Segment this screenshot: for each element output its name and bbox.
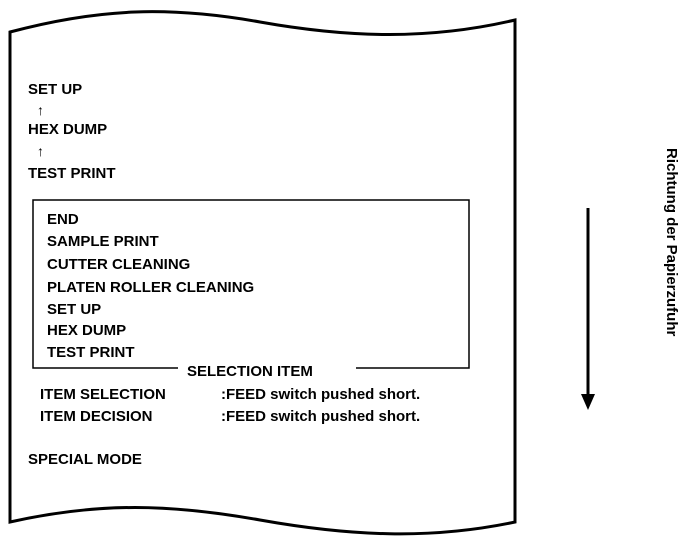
instruction-value-item-decision: :FEED switch pushed short.: [221, 408, 421, 425]
up-arrow-icon: ↑: [37, 102, 44, 118]
selection-item-cutter-cleaning: CUTTER CLEANING: [47, 256, 191, 273]
up-arrow-icon: ↑: [37, 143, 44, 159]
top-sequence-test-print: TEST PRINT: [28, 165, 116, 182]
instruction-label-item-decision: ITEM DECISION: [40, 408, 153, 425]
feed-direction-arrow-head: [581, 394, 595, 410]
instruction-label-item-selection: ITEM SELECTION: [40, 386, 166, 403]
paper-outline: [8, 10, 517, 536]
selection-item-sample-print: SAMPLE PRINT: [47, 233, 159, 250]
top-sequence-hex-dump: HEX DUMP: [28, 121, 108, 138]
special-mode-label: SPECIAL MODE: [28, 451, 142, 468]
top-sequence-set-up: SET UP: [28, 81, 83, 98]
feed-direction-label-wrapper: Richtung der Papierzufuhr: [660, 148, 682, 398]
selection-item-end: END: [47, 211, 79, 228]
feed-direction-label: Richtung der Papierzufuhr: [663, 148, 680, 337]
selection-caption-gap: [178, 360, 356, 374]
selection-item-hex-dump: HEX DUMP: [47, 322, 127, 339]
selection-item-platen-roller-cleaning: PLATEN ROLLER CLEANING: [47, 279, 255, 296]
selection-item-test-print: TEST PRINT: [47, 344, 135, 361]
selection-item-set-up: SET UP: [47, 301, 102, 318]
selection-box-caption: SELECTION ITEM: [187, 363, 313, 380]
instruction-value-item-selection: :FEED switch pushed short.: [221, 386, 421, 403]
